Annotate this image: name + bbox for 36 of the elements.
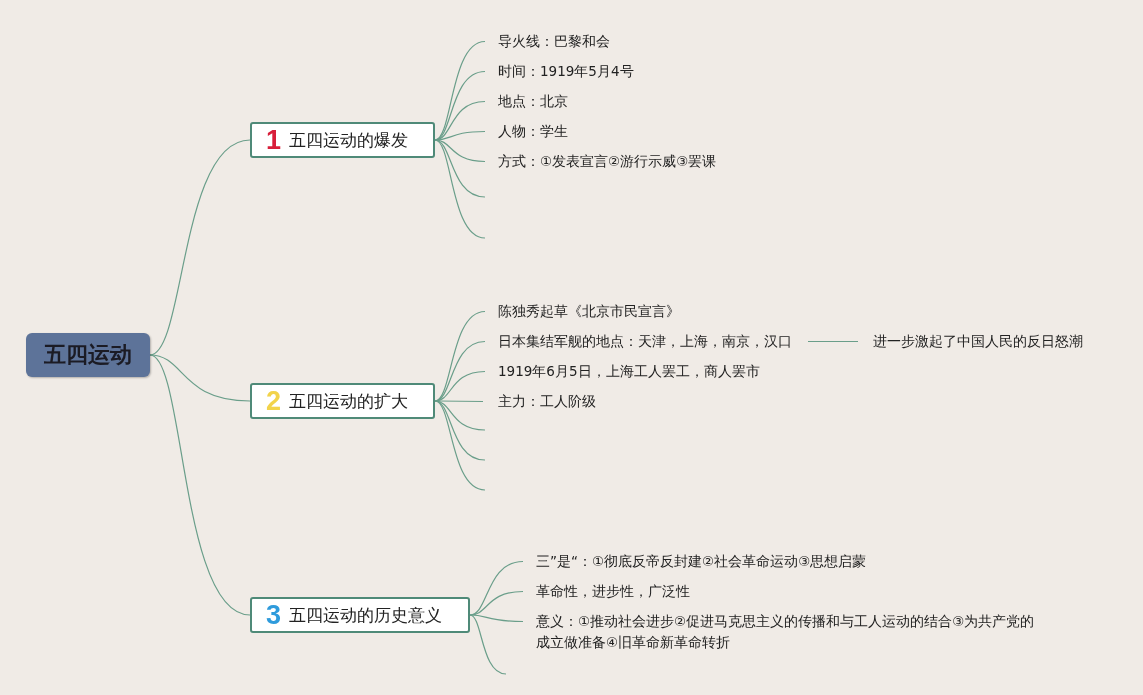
branch-text: 革命性，进步性，广泛性	[523, 581, 723, 602]
branch-text: 三”是“：①彻底反帝反封建②社会革命运动③思想启蒙	[523, 551, 903, 572]
section-number: 3	[266, 599, 282, 631]
subtopic-box	[250, 597, 470, 633]
branch-text: 地点：北京	[485, 91, 605, 112]
subtopic-title: 五四运动的历史意义	[289, 603, 443, 627]
subtopic-title: 五四运动的爆发	[289, 128, 409, 152]
branch-text: 日本集结军舰的地点：天津，上海，南京，汉口	[485, 331, 805, 352]
connector-line	[437, 400, 484, 403]
branch-text: 意义：①推动社会进步②促进马克思主义的传播和与工人运动的结合③为共产党的成立做准备④旧革命新革命转折	[523, 611, 1043, 653]
subtopic-box	[250, 383, 435, 419]
subtopic-title: 五四运动的扩大	[289, 389, 409, 413]
branch-text: 导火线：巴黎和会	[485, 31, 645, 52]
subtopic-box	[250, 122, 435, 158]
branch-text: 人物：学生	[485, 121, 605, 142]
connector-line	[434, 40, 486, 141]
branch-text: 时间：1919年5月4号	[485, 61, 645, 82]
connector-line	[149, 354, 251, 616]
connector-line	[434, 310, 486, 402]
topic-title: 五四运动	[44, 341, 132, 369]
connector-line	[469, 614, 524, 623]
connector-line	[149, 139, 251, 356]
branch-text: 陈独秀起草《北京市民宣言》	[485, 301, 715, 322]
connector-line	[469, 590, 524, 616]
branch-text: 方式：①发表宣言②游行示威③罢课	[485, 151, 745, 172]
connector-line	[434, 139, 486, 239]
branch-text: 进一步激起了中国人民的反日怒潮	[860, 331, 1100, 352]
central-topic	[26, 333, 150, 377]
connector-line	[469, 614, 507, 675]
branch-text: 1919年6月5日，上海工人罢工，商人罢市	[485, 361, 785, 382]
section-number: 2	[266, 385, 282, 417]
section-number: 1	[266, 124, 282, 156]
branch-text: 主力：工人阶级	[485, 391, 625, 412]
connector-line	[434, 400, 486, 491]
connector-line	[149, 354, 251, 402]
connector-line	[807, 340, 859, 343]
